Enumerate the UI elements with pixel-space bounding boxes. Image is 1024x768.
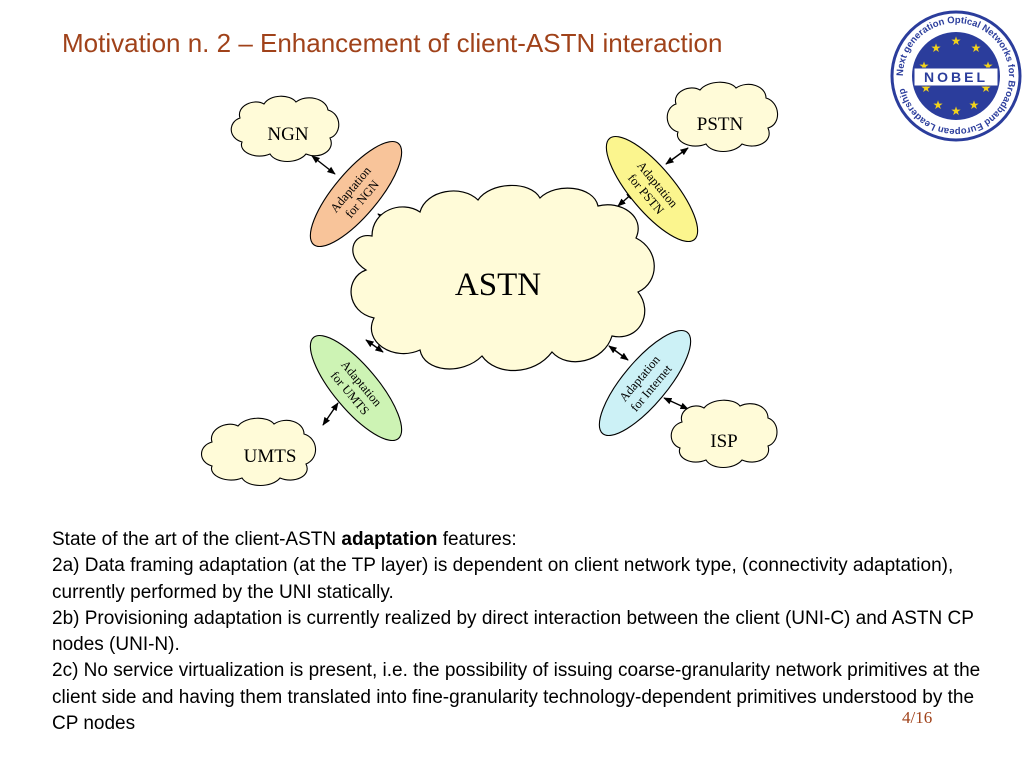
svg-text:★: ★	[951, 34, 962, 48]
item-2a: 2a) Data framing adaptation (at the TP l…	[52, 555, 954, 603]
client-label: ISP	[710, 431, 737, 452]
item-2c: 2c) No service virtualization is present…	[52, 660, 981, 735]
arrow-umts-adapter	[322, 402, 339, 426]
client-cloud-isp: ISP	[670, 399, 778, 469]
intro-line: State of the art of the client-ASTN adap…	[52, 527, 982, 553]
intro-before: State of the art of the client-ASTN	[52, 529, 342, 550]
client-cloud-pstn: PSTN	[666, 81, 779, 153]
arrow-astn-adapter-internet	[608, 345, 629, 361]
adapter-ngn: Adaptation for NGN	[309, 140, 403, 248]
client-cloud-ngn: NGN	[230, 95, 340, 163]
nobel-logo: Next generation Optical Networks for Bro…	[890, 10, 1022, 142]
astn-label: ASTN	[455, 267, 541, 303]
client-label: PSTN	[697, 114, 744, 135]
arrow-astn-adapter-umts	[365, 339, 384, 353]
arrow-pstn-adapter	[665, 147, 689, 165]
arrow-adapter-isp	[663, 397, 689, 410]
logo-name: NOBEL	[924, 69, 988, 85]
client-cloud-umts: UMTS	[200, 417, 317, 487]
item-2b: 2b) Provisioning adaptation is currently…	[52, 607, 974, 656]
astn-diagram: ASTN NGN PSTN UMTS ISP Adaptation for NG…	[200, 81, 779, 487]
svg-text:★: ★	[921, 81, 932, 95]
slide-title: Motivation n. 2 – Enhancement of client-…	[62, 28, 723, 58]
client-label: UMTS	[244, 446, 297, 467]
intro-after: features:	[437, 529, 517, 550]
svg-text:★: ★	[981, 81, 992, 95]
svg-text:★: ★	[983, 59, 994, 73]
arrow-ngn-adapter	[311, 155, 336, 175]
page-number: 4/16	[902, 708, 933, 727]
client-label: NGN	[267, 124, 308, 145]
svg-text:★: ★	[919, 59, 930, 73]
svg-text:★: ★	[931, 41, 942, 55]
svg-text:★: ★	[971, 41, 982, 55]
logo-stars: ★ ★ ★ ★ ★ ★ ★ ★ ★ ★	[919, 34, 994, 118]
astn-cloud: ASTN	[350, 184, 655, 372]
svg-text:★: ★	[951, 104, 962, 118]
intro-bold: adaptation	[341, 529, 438, 550]
body-text: State of the art of the client-ASTN adap…	[52, 527, 982, 737]
svg-text:★: ★	[933, 98, 944, 112]
svg-text:★: ★	[969, 98, 980, 112]
